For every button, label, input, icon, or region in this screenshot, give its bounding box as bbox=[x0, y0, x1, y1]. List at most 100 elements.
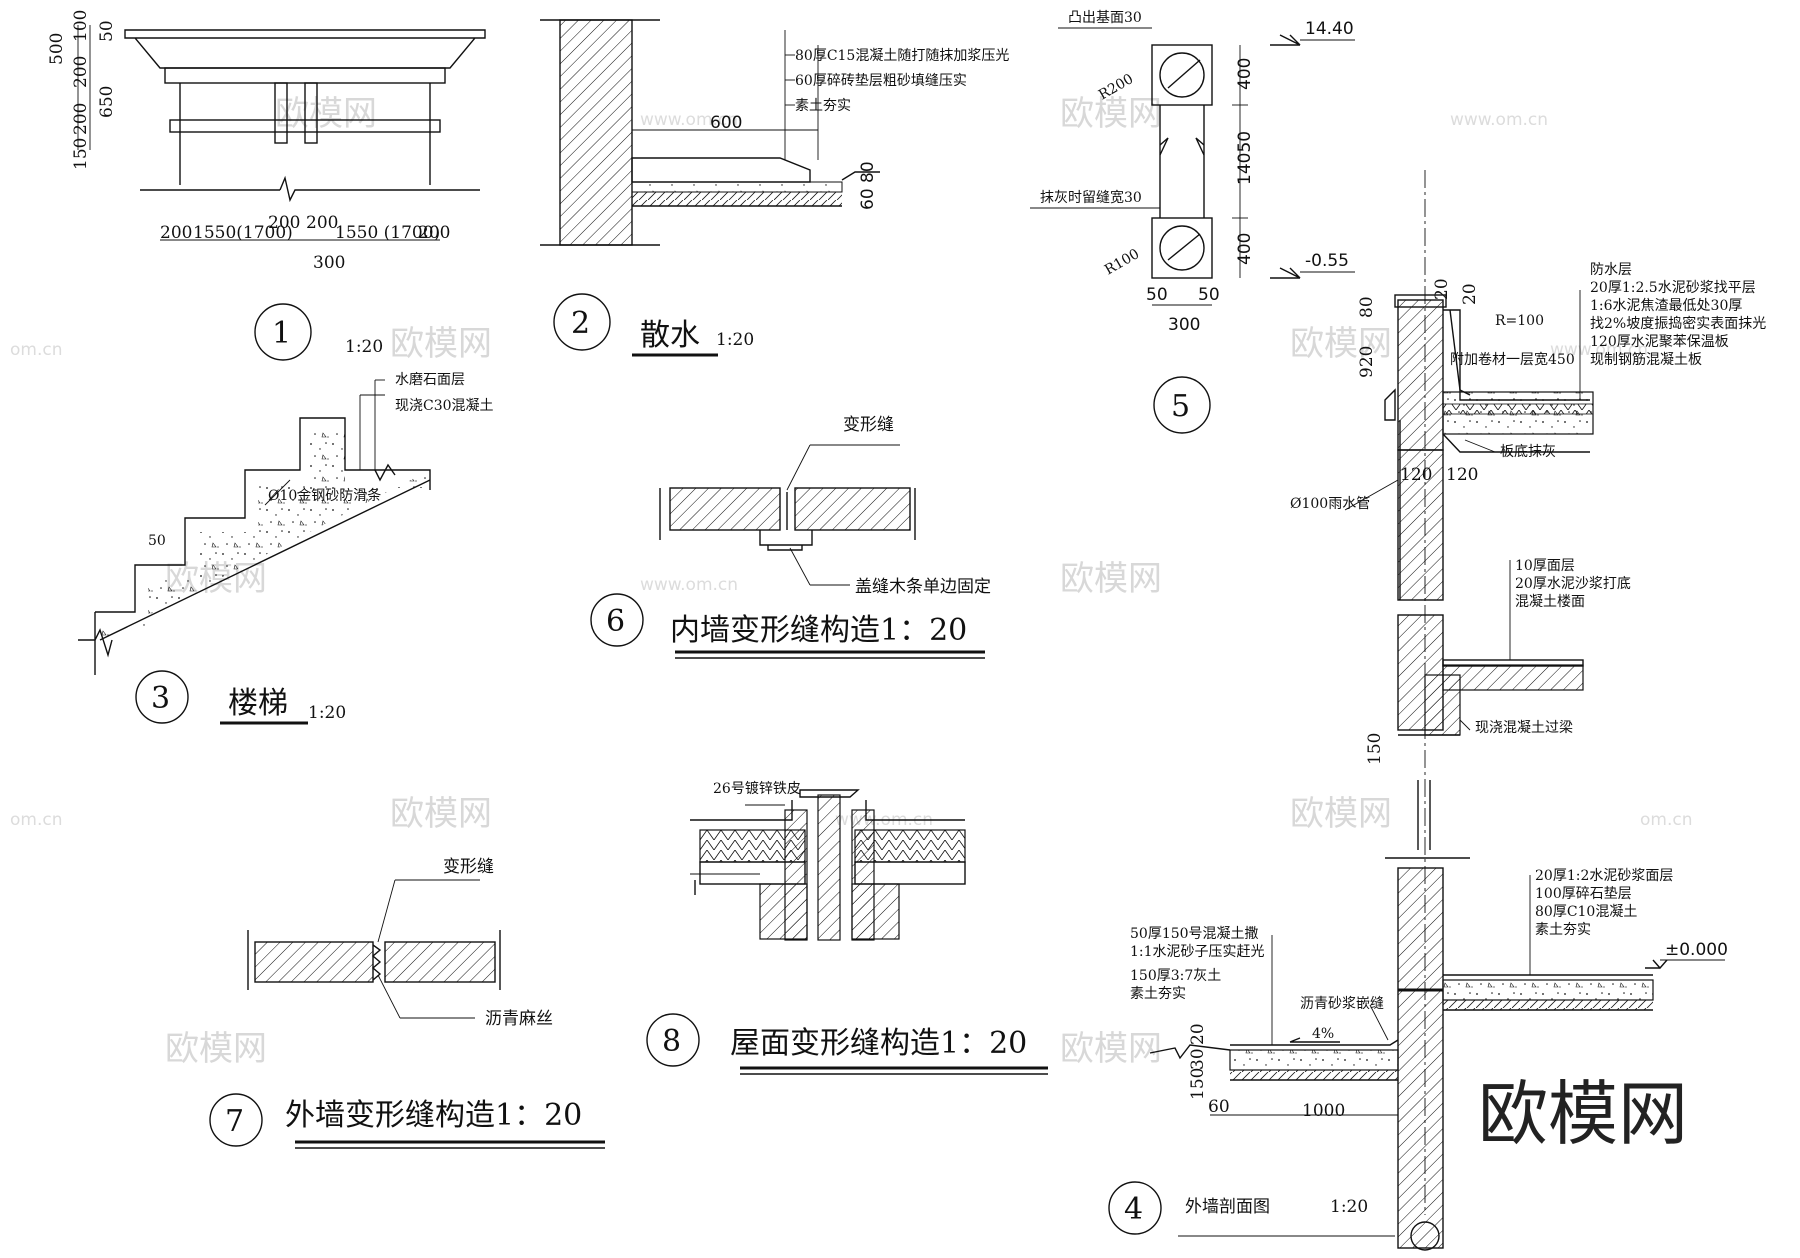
dim-label: 150 bbox=[1365, 733, 1385, 765]
note: 沥青砂浆嵌缝 bbox=[1300, 996, 1384, 1012]
dim-label: 500 bbox=[47, 33, 67, 65]
detail-number-circle bbox=[209, 1093, 263, 1147]
watermark-cn: 欧模网 bbox=[390, 324, 492, 364]
detail-title: 屋面变形缝构造1：20 bbox=[730, 1026, 1027, 1061]
watermark-url: om.cn bbox=[1640, 810, 1693, 830]
watermark-url: www.om.cn bbox=[640, 110, 738, 130]
detail-number-circle bbox=[553, 293, 611, 351]
detail-number: 7 bbox=[225, 1104, 244, 1139]
note: 素土夯实 bbox=[1535, 922, 1591, 938]
watermark-url: om.cn bbox=[10, 340, 63, 360]
note: 80厚C15混凝土随打随抹加浆压光 bbox=[795, 47, 1009, 64]
dim-label: 150 bbox=[1188, 1068, 1208, 1100]
detail-5: 凸出基面30 抹灰时留缝宽30 R200 R100 400 14050 400 … bbox=[1030, 9, 1355, 434]
note: 水磨石面层 bbox=[395, 372, 465, 388]
joint-label: 变形缝 bbox=[443, 857, 494, 877]
scale-label: 1:20 bbox=[308, 703, 346, 723]
watermark-cn: 欧模网 bbox=[1060, 94, 1162, 134]
dim-label: 50 bbox=[148, 533, 166, 549]
note: 板底抹灰 bbox=[1500, 444, 1556, 460]
detail-3: 水磨石面层 现浇C30混凝土 Ø10金钢砂防滑条 50 3 楼梯 1:20 bbox=[78, 372, 494, 725]
dim-label: 120 bbox=[1400, 465, 1432, 485]
dim-label: 300 bbox=[313, 253, 345, 273]
watermark-url: om.cn bbox=[10, 810, 63, 830]
cover-label: 盖缝木条单边固定 bbox=[855, 577, 991, 597]
detail-title: 外墙剖面图 bbox=[1185, 1197, 1270, 1217]
detail-number: 6 bbox=[606, 604, 625, 639]
dim-label: 50 bbox=[1198, 285, 1220, 305]
note: 防水层 bbox=[1590, 262, 1632, 278]
dim-label: 200 bbox=[268, 213, 300, 233]
watermark-url: www.om.cn bbox=[1450, 110, 1548, 130]
elevation-label: 14.40 bbox=[1305, 19, 1354, 39]
note: 20厚1:2水泥砂浆面层 bbox=[1535, 868, 1673, 884]
note: 10厚面层 bbox=[1515, 558, 1575, 574]
detail-4: ±0.000 防水层 20厚1:2.5水泥砂浆找平层 1:6水泥焦渣最低处30厚… bbox=[1108, 170, 1766, 1251]
watermark-cn: 欧模网 bbox=[1060, 1029, 1162, 1069]
note: 1:1水泥砂子压实赶光 bbox=[1130, 944, 1265, 960]
filler-label: 沥青麻丝 bbox=[485, 1009, 553, 1029]
joint-label: 变形缝 bbox=[843, 415, 894, 435]
note: 找2%坡度振捣密实表面抹光 bbox=[1590, 315, 1766, 332]
dim-label: 150 bbox=[71, 138, 91, 170]
detail-2: 80厚C15混凝土随打随抹加浆压光 60厚碎砖垫层粗砂填缝压实 素土夯实 600… bbox=[540, 19, 1009, 357]
note: 60厚碎砖垫层粗砂填缝压实 bbox=[795, 73, 967, 89]
note: Ø100雨水管 bbox=[1290, 496, 1370, 512]
dim-label: 50 bbox=[1146, 285, 1168, 305]
dim-label: 1550(1700) bbox=[193, 223, 293, 243]
dim-label: 920 bbox=[1357, 346, 1377, 378]
dim-label: 400 bbox=[1235, 58, 1255, 90]
dim-label: 60 bbox=[1208, 1097, 1230, 1117]
scale-label: 1:20 bbox=[345, 337, 383, 357]
dim-label: 200 bbox=[160, 223, 192, 243]
dim-label: 30 bbox=[1188, 1048, 1208, 1070]
elevation-label: ±0.000 bbox=[1665, 940, 1728, 960]
watermark-cn: 欧模网 bbox=[390, 794, 492, 834]
note: 现浇C30混凝土 bbox=[395, 398, 494, 414]
note: 附加卷材一层宽450 bbox=[1450, 351, 1575, 368]
detail-title: 外墙变形缝构造1：20 bbox=[285, 1098, 582, 1133]
watermark-url: www.om.cn bbox=[1550, 340, 1648, 360]
note: 混凝土楼面 bbox=[1515, 594, 1585, 610]
dim-label: 14050 bbox=[1235, 131, 1255, 185]
detail-title: 楼梯 bbox=[228, 686, 288, 721]
detail-number: 8 bbox=[662, 1024, 681, 1059]
watermark-cn: 欧模网 bbox=[275, 94, 377, 134]
detail-number: 4 bbox=[1124, 1192, 1143, 1227]
note: Ø10金钢砂防滑条 bbox=[268, 487, 381, 504]
dim-label: 200 bbox=[418, 223, 450, 243]
detail-title: 散水 bbox=[640, 318, 700, 353]
dim-label: 400 bbox=[1235, 233, 1255, 265]
radius-label: R=100 bbox=[1495, 313, 1544, 329]
dim-label: 120 bbox=[1446, 465, 1478, 485]
detail-number-circle bbox=[254, 303, 312, 361]
dim-label: 60 80 bbox=[858, 161, 878, 210]
note: 素土夯实 bbox=[795, 98, 851, 114]
detail-number-circle bbox=[646, 1013, 700, 1067]
note: 20厚1:2.5水泥砂浆找平层 bbox=[1590, 280, 1756, 296]
detail-7: 变形缝 沥青麻丝 7 外墙变形缝构造1：20 bbox=[209, 857, 605, 1149]
note: 现浇混凝土过梁 bbox=[1475, 720, 1573, 736]
detail-number-circle bbox=[135, 670, 189, 724]
dim-label: 50 bbox=[97, 20, 117, 42]
dim-label: 200 bbox=[71, 56, 91, 88]
detail-number: 3 bbox=[151, 681, 170, 716]
note: 20厚水泥沙浆打底 bbox=[1515, 575, 1631, 592]
dim-label: 200 bbox=[71, 103, 91, 135]
slope-label: 4% bbox=[1312, 1026, 1334, 1042]
detail-number-circle bbox=[1153, 376, 1211, 434]
scale-label: 1:20 bbox=[1330, 1197, 1368, 1217]
detail-number-circle bbox=[590, 593, 644, 647]
note: 50厚150号混凝土撒 bbox=[1130, 926, 1259, 942]
radius-label: R100 bbox=[1102, 246, 1142, 278]
detail-6: 变形缝 盖缝木条单边固定 6 内墙变形缝构造1：20 bbox=[590, 415, 991, 659]
note: 凸出基面30 bbox=[1068, 9, 1142, 26]
watermark-cn: 欧模网 bbox=[1290, 794, 1392, 834]
dim-label: 1000 bbox=[1302, 1101, 1345, 1121]
note: 1:6水泥焦渣最低处30厚 bbox=[1590, 298, 1742, 314]
note: 80厚C10混凝土 bbox=[1535, 904, 1637, 920]
note: 现制钢筋混凝土板 bbox=[1590, 351, 1702, 368]
note: 150厚3:7灰土 bbox=[1130, 968, 1221, 984]
dim-label: 20 bbox=[1432, 278, 1452, 300]
